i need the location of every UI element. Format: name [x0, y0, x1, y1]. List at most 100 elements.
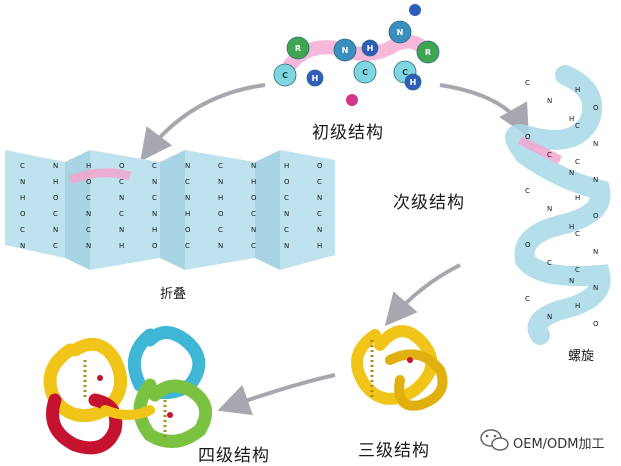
atom-label: C	[282, 71, 288, 80]
backbone-atom: O	[185, 226, 191, 234]
backbone-atom: C	[185, 242, 190, 250]
backbone-atom: N	[569, 277, 574, 285]
backbone-atom: H	[569, 115, 574, 123]
backbone-atom: N	[593, 284, 598, 292]
atom-h	[361, 39, 379, 57]
backbone-atom: C	[20, 226, 25, 234]
backbone-atom: C	[525, 79, 530, 87]
backbone-atom: C	[547, 151, 552, 159]
backbone-atom: O	[86, 178, 92, 186]
atom-n	[333, 38, 357, 62]
backbone-atom: H	[152, 226, 157, 234]
backbone-atom: H	[20, 194, 25, 202]
backbone-atom: O	[525, 241, 531, 249]
backbone-atom: C	[152, 194, 157, 202]
watermark-text: OEM/ODM加工	[513, 437, 605, 452]
arrow-tertiary-to-quaternary	[217, 373, 336, 416]
backbone-atom: N	[593, 248, 598, 256]
backbone-atom: N	[218, 178, 223, 186]
atom-c	[353, 60, 377, 84]
backbone-atom: O	[119, 162, 125, 170]
secondary-structure-label: 次级结构	[393, 193, 465, 213]
atom-label: R	[425, 48, 431, 57]
backbone-atom: C	[119, 178, 124, 186]
backbone-atom: N	[547, 97, 552, 105]
tertiary-structure-label: 三级结构	[358, 441, 430, 461]
backbone-atom: N	[593, 140, 598, 148]
backbone-atom: C	[575, 230, 580, 238]
backbone-atom: C	[86, 226, 91, 234]
backbone-atom: N	[251, 162, 256, 170]
backbone-atom: N	[569, 169, 574, 177]
backbone-atom: N	[86, 210, 91, 218]
backbone-atom: C	[251, 210, 256, 218]
backbone-atom: C	[547, 259, 552, 267]
backbone-atom: H	[569, 223, 574, 231]
backbone-atom: N	[547, 313, 552, 321]
alpha-helix-label: 螺旋	[568, 349, 595, 364]
backbone-atom: C	[317, 178, 322, 186]
process-arrows	[140, 83, 529, 416]
backbone-atom: H	[185, 210, 190, 218]
atom-label: H	[312, 74, 319, 83]
atom-label: C	[362, 68, 368, 77]
backbone-atom: N	[593, 176, 598, 184]
backbone-atom: N	[20, 242, 25, 250]
backbone-atom: O	[317, 162, 323, 170]
backbone-atom: N	[119, 226, 124, 234]
backbone-atom: C	[218, 162, 223, 170]
backbone-atom: H	[575, 86, 580, 94]
atom-label: N	[397, 28, 404, 37]
backbone-atom: N	[317, 194, 322, 202]
atom-h	[404, 73, 422, 91]
backbone-atom: C	[218, 226, 223, 234]
backbone-atom: O	[20, 210, 26, 218]
atom-ball	[409, 4, 421, 16]
backbone-atom: O	[593, 212, 599, 220]
backbone-atom: C	[525, 187, 530, 195]
backbone-atom: N	[547, 205, 552, 213]
atom-label: R	[295, 44, 301, 53]
atom-label: C	[402, 68, 408, 77]
sheet-backbone-atoms: CNHOCNNHOCNCHOCNCNOCNCNHCNCNHONCNHOCCNHO…	[20, 162, 323, 250]
backbone-atom: C	[284, 226, 289, 234]
backbone-atom: H	[251, 178, 256, 186]
backbone-atom: C	[185, 178, 190, 186]
backbone-atom: H	[86, 162, 91, 170]
backbone-atom: N	[251, 226, 256, 234]
backbone-atom: C	[119, 210, 124, 218]
backbone-atom: O	[152, 242, 158, 250]
atom-label: H	[410, 78, 417, 87]
backbone-atom: H	[218, 194, 223, 202]
arrow-primary-to-sheet	[140, 83, 266, 162]
backbone-atom: H	[575, 194, 580, 202]
atom-label: H	[367, 44, 374, 53]
backbone-atom: N	[284, 210, 289, 218]
backbone-atom: O	[593, 104, 599, 112]
atom-r	[416, 40, 440, 64]
arrow-primary-to-helix	[439, 83, 529, 137]
backbone-atom: N	[185, 162, 190, 170]
atom-label: N	[342, 46, 349, 55]
backbone-atom: O	[284, 178, 290, 186]
wechat-icon	[480, 429, 509, 451]
backbone-atom: N	[317, 226, 322, 234]
atom-r	[286, 36, 310, 60]
backbone-atom: C	[575, 266, 580, 274]
backbone-atom: O	[525, 133, 531, 141]
backbone-atom: C	[53, 210, 58, 218]
backbone-atom: C	[284, 194, 289, 202]
atom-n	[388, 20, 412, 44]
backbone-atom: C	[53, 242, 58, 250]
backbone-atom: N	[284, 242, 289, 250]
quaternary-structure-label: 四级结构	[198, 446, 270, 466]
backbone-atom: C	[575, 158, 580, 166]
backbone-atom: C	[251, 242, 256, 250]
quaternary-structure	[43, 326, 213, 455]
atom-c	[273, 63, 297, 87]
